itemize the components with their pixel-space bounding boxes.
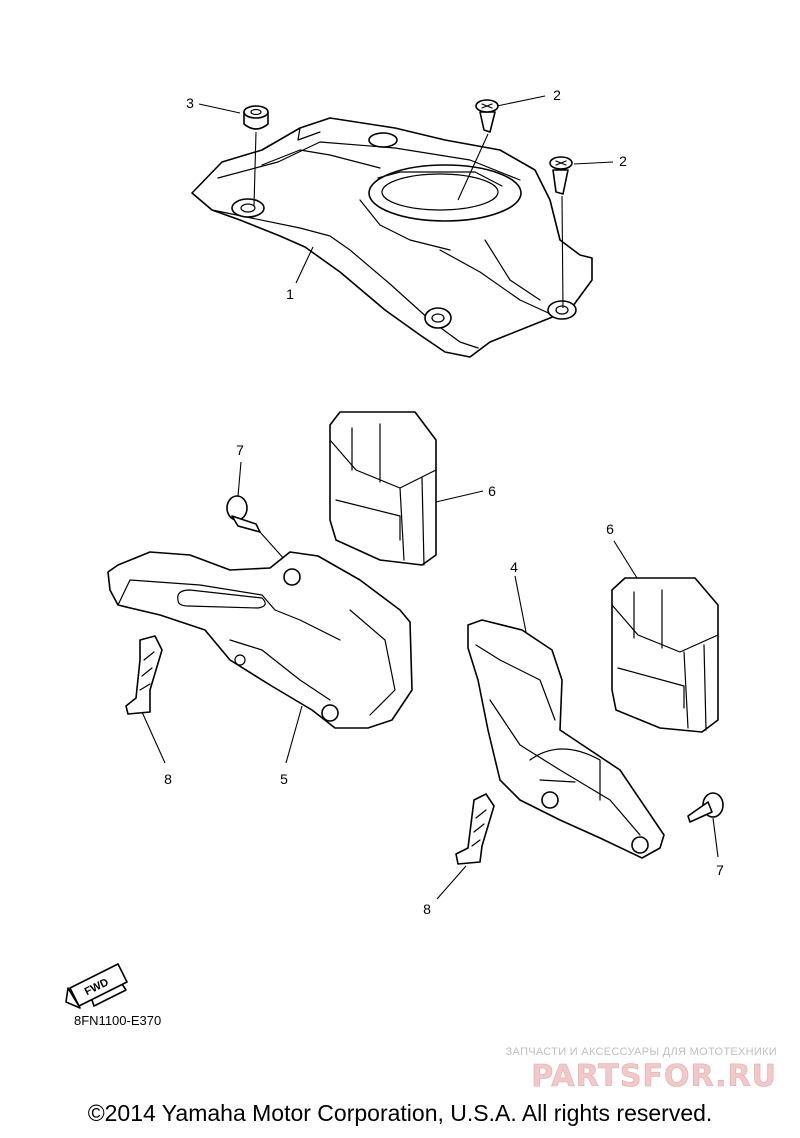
- callout-3: 3: [186, 95, 194, 111]
- callout-7-left: 7: [236, 442, 244, 458]
- callout-6-lower: 6: [606, 521, 614, 537]
- part-6-pad-a: [329, 411, 437, 566]
- watermark-brand: PARTSFOR.RU: [531, 1059, 777, 1094]
- watermark-tagline: ЗАПЧАСТИ И АКСЕССУАРЫ ДЛЯ МОТОТЕХНИКИ: [506, 1046, 777, 1058]
- callout-6-upper: 6: [488, 483, 496, 499]
- part-8-clip-b: [455, 793, 495, 865]
- diagram-code: 8FN1100-E370: [74, 1013, 161, 1028]
- part-7-bolt-a: [226, 495, 286, 561]
- callout-5: 5: [280, 771, 288, 787]
- part-8-clip-a: [125, 635, 163, 715]
- callout-7-right: 7: [716, 862, 724, 878]
- callout-2-upper: 2: [553, 87, 561, 103]
- part-3-nut: [243, 105, 269, 207]
- part-2-screw-a: [457, 99, 499, 201]
- callout-1: 1: [286, 286, 294, 302]
- callout-2-lower: 2: [619, 153, 627, 169]
- part-7-bolt-b: [687, 792, 724, 823]
- callout-8-right: 8: [423, 901, 431, 917]
- part-1-cover: [191, 117, 593, 358]
- fwd-arrow-icon: FWD: [65, 963, 128, 1009]
- copyright-notice: ©2014 Yamaha Motor Corporation, U.S.A. A…: [87, 1100, 713, 1126]
- part-4-cover: [467, 619, 665, 859]
- part-5-cover: [107, 551, 413, 729]
- callout-8-left: 8: [164, 771, 172, 787]
- part-6-pad-b: [611, 577, 719, 733]
- part-2-screw-b: [549, 156, 573, 309]
- leader-lines: [141, 95, 719, 900]
- callout-4: 4: [510, 559, 518, 575]
